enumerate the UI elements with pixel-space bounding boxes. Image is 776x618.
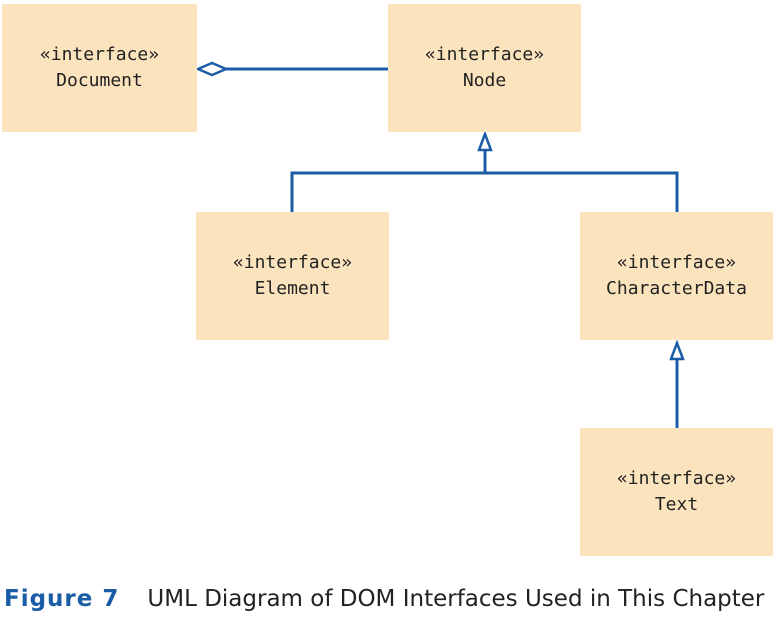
figure-caption: Figure 7 UML Diagram of DOM Interfaces Us… — [4, 586, 774, 612]
stereotype-label: «interface» — [232, 252, 353, 273]
figure-label: Figure 7 — [4, 586, 120, 612]
aggregation-diamond-icon — [194, 61, 230, 77]
inheritance-branch-line — [290, 171, 679, 212]
node-interface-box: «interface» Node — [388, 4, 581, 132]
stereotype-label: «interface» — [39, 44, 160, 65]
element-interface-box: «interface» Element — [196, 212, 389, 340]
characterdata-interface-box: «interface» CharacterData — [580, 212, 773, 340]
stereotype-label: «interface» — [616, 252, 737, 273]
interface-name: CharacterData — [606, 278, 747, 299]
interface-name: Text — [654, 494, 699, 515]
interface-name: Element — [254, 278, 331, 299]
document-interface-box: «interface» Document — [2, 4, 197, 132]
inheritance-arrowhead-icon — [477, 130, 493, 152]
interface-name: Node — [462, 70, 507, 91]
interface-name: Document — [56, 70, 143, 91]
text-inheritance-arrowhead-icon — [669, 339, 685, 361]
text-interface-box: «interface» Text — [580, 428, 773, 556]
stereotype-label: «interface» — [616, 468, 737, 489]
caption-text: UML Diagram of DOM Interfaces Used in Th… — [147, 586, 765, 612]
stereotype-label: «interface» — [424, 44, 545, 65]
